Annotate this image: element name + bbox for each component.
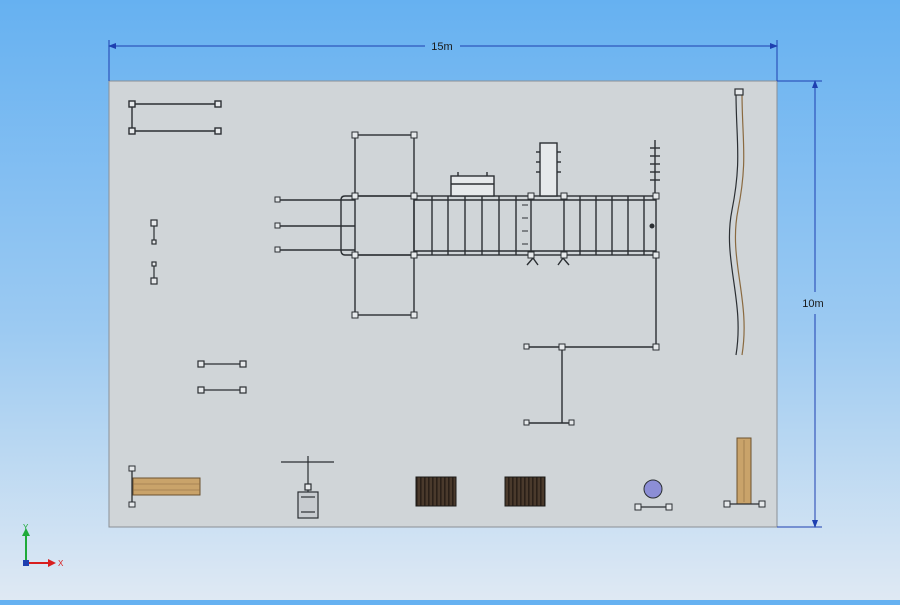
deck-panel-2[interactable] [504, 476, 546, 507]
single-post-1[interactable] [150, 219, 158, 245]
structure-joints [274, 131, 660, 426]
wavy-slide[interactable] [728, 88, 745, 356]
axis-triad: Y X [22, 523, 64, 568]
width-dimension-label: 15m [431, 41, 452, 53]
wooden-panel[interactable] [723, 437, 766, 508]
plot-area [108, 80, 778, 528]
deck-panel-1[interactable] [415, 476, 457, 507]
width-dimension: 15m [108, 40, 778, 81]
height-dimension-label: 10m [802, 298, 823, 310]
balance-beam-lower[interactable] [197, 386, 247, 394]
seesaw[interactable] [281, 456, 334, 519]
single-post-2[interactable] [150, 261, 158, 285]
spinner-disc[interactable] [634, 479, 673, 511]
balance-beam-upper[interactable] [197, 360, 247, 368]
y-axis-label: Y [23, 523, 29, 532]
height-dimension: 10m [777, 80, 824, 528]
main-play-structure[interactable] [278, 134, 660, 424]
parallel-bars[interactable] [128, 100, 222, 135]
wooden-bench[interactable] [128, 465, 201, 508]
x-axis-label: X [58, 559, 64, 568]
